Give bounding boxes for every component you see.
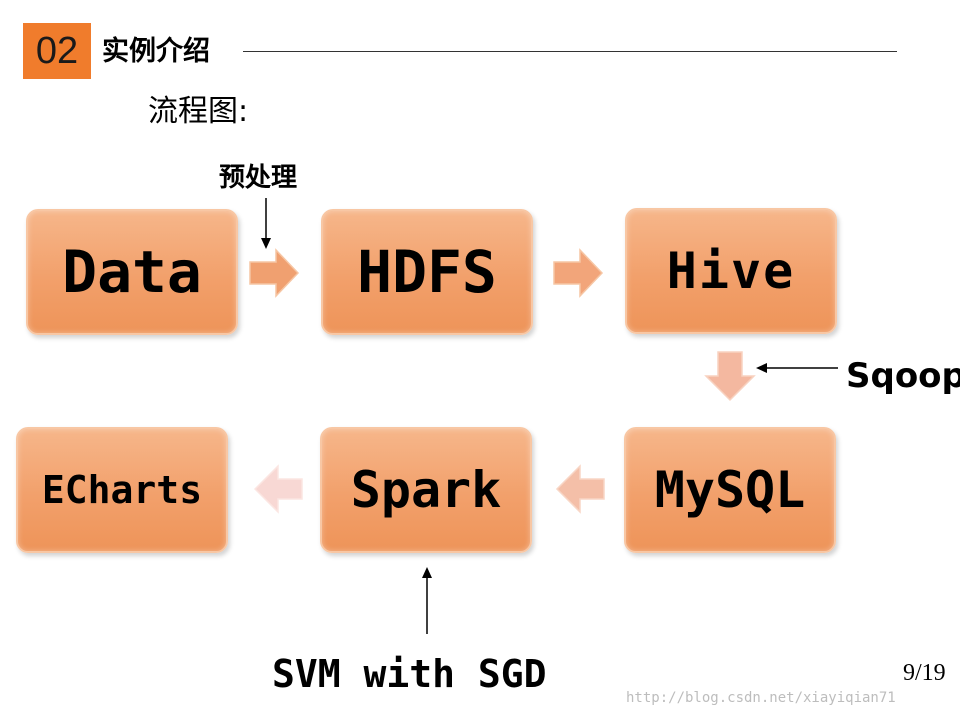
arrow-spark-to-echarts	[253, 464, 303, 514]
node-hdfs: HDFS	[321, 209, 533, 335]
page-number: 9/19	[903, 660, 946, 686]
arrow-hdfs-to-hive	[553, 248, 604, 298]
preprocess-pointer-arrow	[261, 198, 271, 249]
arrow-mysql-to-spark	[555, 464, 605, 514]
section-number-badge: 02	[23, 23, 91, 79]
section-title: 实例介绍	[102, 36, 210, 67]
node-hdfs-label: HDFS	[357, 238, 497, 306]
node-echarts-label: ECharts	[41, 468, 203, 512]
annotation-svm: SVM with SGD	[272, 652, 547, 696]
node-echarts: ECharts	[16, 427, 228, 553]
node-mysql-label: MySQL	[654, 461, 806, 519]
arrow-data-to-hdfs	[249, 248, 300, 298]
header-divider	[243, 51, 897, 52]
slide-subtitle: 流程图:	[148, 94, 249, 129]
annotation-sqoop: Sqoop	[846, 356, 960, 396]
svm-pointer-arrow	[422, 567, 432, 634]
node-data-label: Data	[62, 238, 202, 306]
node-data: Data	[26, 209, 238, 335]
watermark: http://blog.csdn.net/xiayiqian71	[626, 690, 896, 706]
node-mysql: MySQL	[624, 427, 836, 553]
sqoop-pointer-arrow	[756, 363, 838, 373]
annotation-preprocess: 预处理	[219, 163, 298, 193]
arrow-hive-to-mysql	[704, 351, 756, 402]
node-hive-label: Hive	[666, 242, 796, 300]
node-hive: Hive	[625, 208, 837, 334]
node-spark-label: Spark	[350, 461, 502, 519]
node-spark: Spark	[320, 427, 532, 553]
